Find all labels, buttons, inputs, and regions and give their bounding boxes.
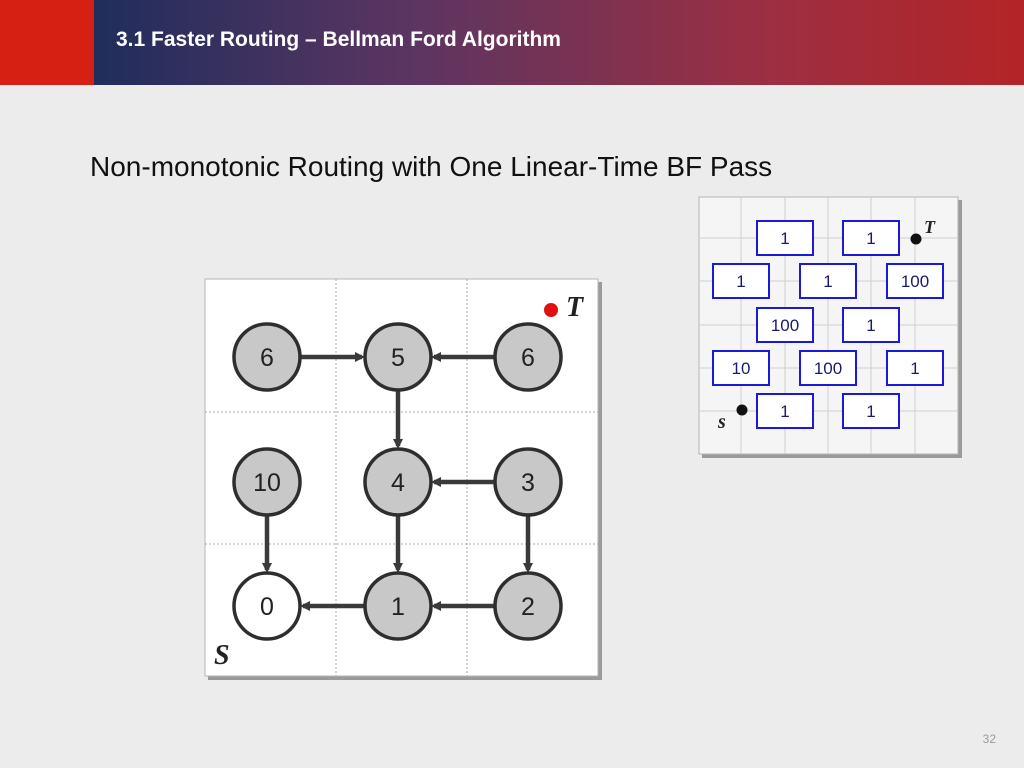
cost-target-label: T bbox=[924, 217, 936, 237]
cost-cell-4 bbox=[886, 263, 944, 299]
grid-node-label-n22: 2 bbox=[521, 593, 535, 621]
cost-cell-label-2: 1 bbox=[736, 272, 745, 291]
grid-lines bbox=[205, 279, 598, 676]
cost-source-label: s bbox=[717, 411, 726, 433]
cost-cell-5 bbox=[756, 307, 814, 343]
cost-cell-6 bbox=[842, 307, 900, 343]
grid-node-label-n21: 1 bbox=[391, 593, 405, 621]
grid-node-label-n20: 0 bbox=[260, 593, 274, 621]
cost-cell-label-9: 1 bbox=[910, 359, 919, 378]
cost-cell-label-11: 1 bbox=[866, 402, 875, 421]
grid-node-label-n12: 3 bbox=[521, 469, 535, 497]
cost-source-dot bbox=[736, 404, 748, 416]
target-marker bbox=[544, 303, 558, 317]
grid-node-n02 bbox=[493, 322, 563, 392]
grid-node-label-n00: 6 bbox=[260, 344, 274, 372]
cost-cell-label-4: 100 bbox=[901, 272, 929, 291]
slide-subtitle: Non-monotonic Routing with One Linear-Ti… bbox=[90, 151, 773, 182]
cost-target-dot bbox=[910, 233, 922, 245]
cost-cell-8 bbox=[799, 350, 857, 386]
grid-nodes: 6 5 6 10 4 3 0 1 2 bbox=[232, 322, 563, 641]
grid-node-n21 bbox=[363, 571, 433, 641]
cost-cell-9 bbox=[886, 350, 944, 386]
grid-node-label-n01: 5 bbox=[391, 344, 405, 372]
cost-cell-0 bbox=[756, 220, 814, 256]
source-label: S bbox=[214, 640, 230, 671]
grid-node-label-n11: 4 bbox=[391, 469, 405, 497]
grid-node-label-n10: 10 bbox=[253, 469, 281, 497]
cost-cell-1 bbox=[842, 220, 900, 256]
grid-node-n20 bbox=[232, 571, 302, 641]
target-label: T bbox=[566, 292, 585, 323]
cost-cell-label-10: 1 bbox=[780, 402, 789, 421]
cost-cell-label-8: 100 bbox=[814, 359, 842, 378]
grid-edges bbox=[262, 352, 533, 611]
header-bar bbox=[0, 0, 1024, 85]
cost-cells: 1 1 1 1 100 100 1 10 100 1 1 1 bbox=[712, 220, 944, 429]
cost-cell-label-7: 10 bbox=[732, 359, 751, 378]
grid-node-label-n02: 6 bbox=[521, 344, 535, 372]
cost-cell-label-5: 100 bbox=[771, 316, 799, 335]
grid-node-n00 bbox=[232, 322, 302, 392]
header-accent-block bbox=[0, 0, 94, 85]
slide-title: 3.1 Faster Routing – Bellman Ford Algori… bbox=[116, 28, 561, 51]
grid-node-n11 bbox=[363, 447, 433, 517]
cost-cell-2 bbox=[712, 263, 770, 299]
cost-cell-label-6: 1 bbox=[866, 316, 875, 335]
grid-node-n22 bbox=[493, 571, 563, 641]
grid-node-n01 bbox=[363, 322, 433, 392]
cost-cell-10 bbox=[756, 393, 814, 429]
cost-cell-label-1: 1 bbox=[866, 229, 875, 248]
cost-cell-label-3: 1 bbox=[823, 272, 832, 291]
cost-cell-7 bbox=[712, 350, 770, 386]
grid-node-n10 bbox=[232, 447, 302, 517]
grid-node-n12 bbox=[493, 447, 563, 517]
cost-cell-label-0: 1 bbox=[780, 229, 789, 248]
cost-cell-11 bbox=[842, 393, 900, 429]
page-number: 32 bbox=[982, 732, 996, 746]
cost-cell-3 bbox=[799, 263, 857, 299]
